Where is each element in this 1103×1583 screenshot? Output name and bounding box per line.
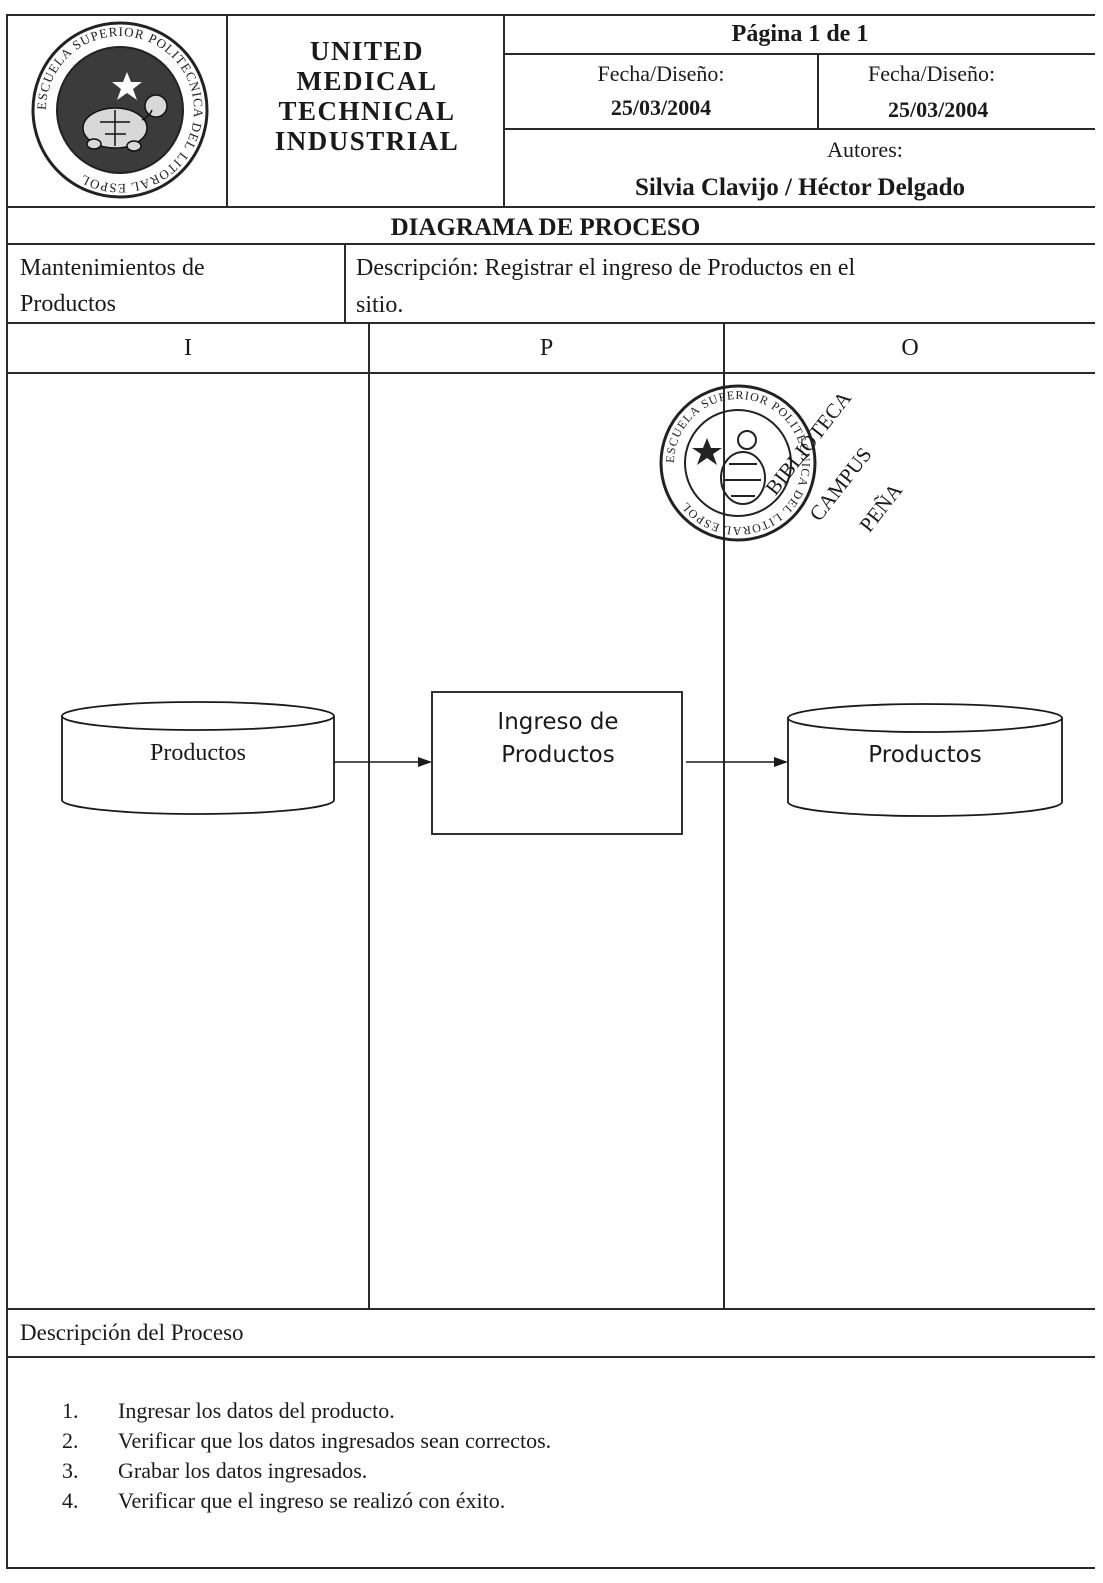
module-name-line1: Mantenimientos de bbox=[20, 255, 205, 281]
company-name: UNITED MEDICAL TECHNICAL INDUSTRIAL bbox=[232, 36, 502, 156]
border-bottom bbox=[6, 1567, 1095, 1569]
autores-value: Silvia Clavijo / Héctor Delgado bbox=[634, 174, 966, 201]
diagram-title: DIAGRAMA DE PROCESO bbox=[390, 214, 701, 241]
column-divider-ip bbox=[368, 322, 370, 1310]
library-stamp: ESCUELA SUPERIOR POLITECNICA DEL LITORAL… bbox=[659, 384, 817, 542]
company-line: MEDICAL bbox=[296, 66, 438, 96]
stamp-library-line3: PEÑA bbox=[854, 478, 908, 537]
list-item: 3.Grabar los datos ingresados. bbox=[62, 1458, 368, 1483]
turtle-icon bbox=[82, 94, 168, 152]
process-steps-list: 1.Ingresar los datos del producto. 2.Ver… bbox=[62, 1396, 551, 1516]
list-item: 1.Ingresar los datos del producto. bbox=[62, 1398, 395, 1423]
stamp-star-icon bbox=[692, 438, 722, 465]
description-line1: Descripción: Registrar el ingreso de Pro… bbox=[356, 255, 856, 281]
line-under-columns bbox=[6, 372, 1095, 374]
stamp-turtle-icon bbox=[720, 430, 766, 505]
espol-logo: ESCUELA SUPERIOR POLITECNICA DEL LITORAL… bbox=[31, 21, 209, 199]
process-label-line2: Productos bbox=[501, 742, 615, 768]
header-divider-logo bbox=[226, 14, 228, 207]
description-line2: sitio. bbox=[356, 292, 404, 318]
process-label-line1: Ingreso de bbox=[497, 709, 619, 735]
page-number: Página 1 de 1 bbox=[731, 21, 869, 47]
company-line: TECHNICAL bbox=[278, 96, 456, 126]
border-left bbox=[6, 14, 8, 1569]
company-line: INDUSTRIAL bbox=[274, 126, 460, 156]
column-header-process: P bbox=[539, 335, 554, 361]
border-top bbox=[6, 14, 1095, 16]
input-datastore-label: Productos bbox=[150, 740, 246, 766]
list-item: 4.Verificar que el ingreso se realizó co… bbox=[62, 1488, 506, 1513]
header-divider-dates bbox=[817, 53, 819, 129]
company-line: UNITED bbox=[309, 36, 425, 66]
line-under-process-title bbox=[6, 1356, 1095, 1358]
list-item: 2.Verificar que los datos ingresados sea… bbox=[62, 1428, 552, 1453]
process-section-title: Descripción del Proceso bbox=[20, 1320, 244, 1345]
line-above-process-title bbox=[6, 1308, 1095, 1310]
fecha-right-label: Fecha/Diseño: bbox=[868, 61, 996, 86]
star-icon bbox=[112, 72, 142, 100]
header-line-page bbox=[503, 53, 1095, 55]
column-divider-po bbox=[723, 322, 725, 1310]
line-under-header bbox=[6, 206, 1095, 208]
module-name-line2: Productos bbox=[20, 291, 116, 317]
header-divider-company bbox=[503, 14, 505, 207]
autores-label: Autores: bbox=[827, 137, 903, 162]
line-under-description bbox=[6, 322, 1095, 324]
header-line-dates bbox=[503, 128, 1095, 130]
output-datastore-label: Productos bbox=[868, 742, 982, 768]
divider-module-description bbox=[344, 243, 346, 323]
line-under-title bbox=[6, 243, 1095, 245]
fecha-left-value: 25/03/2004 bbox=[610, 95, 712, 120]
column-header-input: I bbox=[184, 335, 192, 361]
fecha-right-value: 25/03/2004 bbox=[888, 97, 989, 122]
column-header-output: O bbox=[901, 335, 919, 361]
fecha-left-label: Fecha/Diseño: bbox=[597, 61, 725, 86]
